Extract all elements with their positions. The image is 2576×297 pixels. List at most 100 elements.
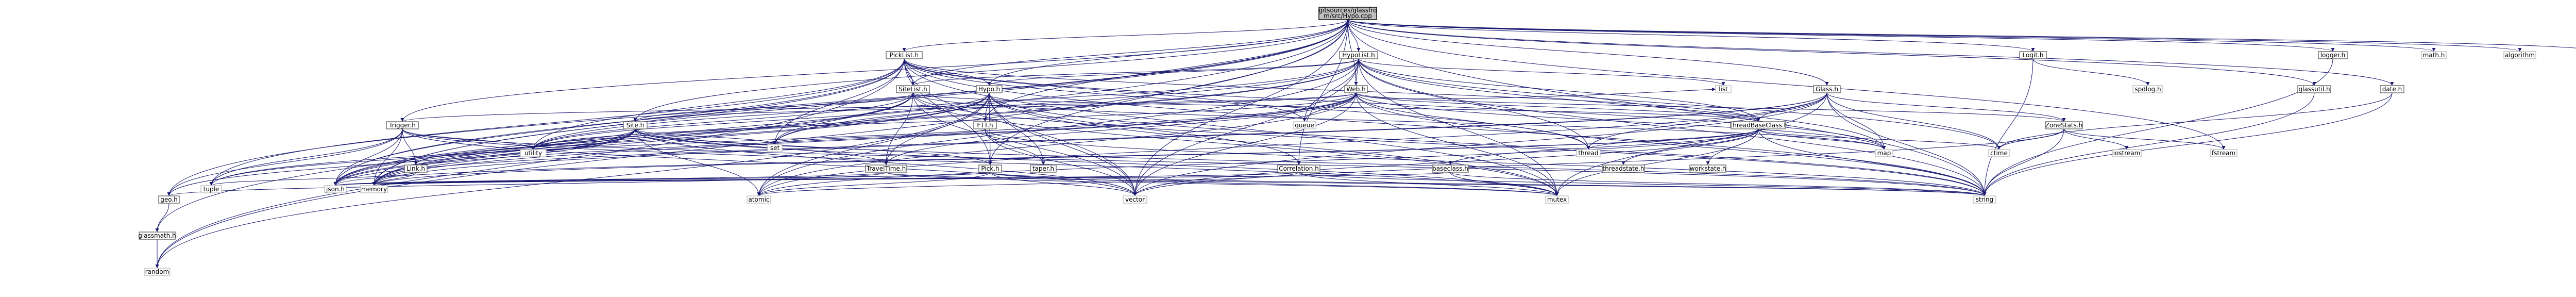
edge-trigger-h-to-geo-h: [167, 128, 403, 196]
node-tuple: tuple: [200, 185, 222, 193]
node-label: glassmath.h: [138, 232, 176, 239]
node-box: [1731, 121, 1786, 129]
edge-site-h-to-tuple: [209, 128, 636, 186]
edge-trigger-h-to-utility: [402, 128, 535, 150]
node-string: string: [1973, 195, 1996, 204]
node-picklist-h[interactable]: PickList.h: [886, 51, 923, 59]
node-box: [1715, 85, 1732, 93]
node-label: mutex: [1547, 196, 1567, 203]
edge-geo-h-to-glassmath-h: [155, 203, 170, 233]
node-taper-h[interactable]: taper.h: [1030, 164, 1057, 173]
node-box: [978, 164, 1002, 173]
edge-hypolist-h-to-sitelist-h: [911, 58, 1359, 86]
edge-picklist-h-to-map: [904, 58, 1886, 150]
edge-root-to-site-h: [633, 19, 1348, 122]
node-date-h[interactable]: date.h: [2380, 85, 2404, 93]
edge-trigger-h-to-string: [402, 128, 1987, 196]
node-box: [386, 121, 419, 129]
edge-glassutil-h-to-string: [1982, 92, 2315, 196]
node-hypo-h[interactable]: Hypo.h: [976, 85, 1003, 93]
node-box: [200, 185, 222, 193]
node-label: geo.h: [160, 196, 178, 203]
node-pick-h[interactable]: Pick.h: [978, 164, 1002, 173]
edge-web-h-to-tuple: [209, 92, 1357, 186]
node-link-h[interactable]: Link.h: [404, 164, 428, 173]
edge-sitelist-h-to-traveltime-h: [884, 92, 913, 166]
node-hypolist-h[interactable]: HypoList.h: [1339, 51, 1378, 59]
edge-web-h-to-map: [1355, 92, 1886, 150]
edge-hypolist-h-to-mutex: [1358, 58, 1559, 196]
node-label: Correlation.h: [1279, 165, 1319, 172]
node-label: logger.h: [2320, 52, 2346, 59]
node-site-h[interactable]: Site.h: [623, 121, 648, 129]
edge-hypolist-h-to-string: [1358, 58, 1987, 196]
edge-picklist-h-to-random: [155, 58, 905, 269]
node-glassutil-h[interactable]: glassutil.h: [2297, 85, 2331, 93]
edge-zonestats-h-to-string: [1982, 128, 2064, 196]
node-traveltime-h[interactable]: TravelTime.h: [865, 164, 907, 173]
node-random: random: [144, 268, 171, 276]
edge-sitelist-h-to-string: [912, 92, 1987, 196]
node-label: threadstate.h: [1602, 165, 1644, 172]
edge-trigger-h-to-json-h: [333, 128, 403, 186]
node-label: list: [1719, 86, 1728, 93]
node-zonestats-h[interactable]: ZoneStats.h: [2045, 121, 2083, 129]
edge-sitelist-h-to-mutex: [912, 92, 1559, 196]
node-layer: gitsources/glassfrom/src/Hypo.cppPickLis…: [138, 7, 2536, 276]
node-list: list: [1715, 85, 1732, 93]
edge-date-h-to-ctime: [1997, 92, 2393, 150]
node-box: [2503, 51, 2536, 59]
node-label: Web.h: [1346, 86, 1366, 93]
node-threadbaseclass-h[interactable]: ThreadBaseClass.h: [1728, 121, 1788, 129]
node-trigger-h[interactable]: Trigger.h: [386, 121, 419, 129]
edge-hypolist-h-to-vector: [1133, 58, 1359, 196]
node-baseclass-h[interactable]: baseclass.h: [1432, 164, 1469, 173]
edge-glass-h-to-ctime: [1826, 92, 2001, 150]
node-geo-h[interactable]: geo.h: [158, 195, 180, 204]
node-box: [976, 85, 1003, 93]
node-vector: vector: [1123, 195, 1147, 204]
edge-hypolist-h-to-memory: [372, 58, 1359, 186]
node-label: spdlog.h: [2134, 86, 2161, 93]
node-label: map: [1877, 150, 1891, 157]
node-glassmath-h[interactable]: glassmath.h: [138, 232, 176, 240]
edge-root-to-algorithm: [1347, 19, 2521, 52]
node-box: [973, 121, 997, 129]
node-ctime: ctime: [1988, 149, 2010, 157]
node-workstate-h[interactable]: workstate.h: [1689, 164, 1726, 173]
node-web-h[interactable]: Web.h: [1344, 85, 1368, 93]
edge-threadbaseclass-h-to-baseclass-h: [1448, 128, 1759, 166]
edge-ftt-h-to-string: [985, 128, 1987, 196]
edge-zonestats-h-to-vector: [1133, 128, 2064, 196]
edge-hypo-h-to-taper-h: [989, 92, 1045, 166]
node-label: Glass.h: [1816, 86, 1838, 93]
node-logger-h[interactable]: logger.h: [2318, 51, 2348, 59]
node-logit-h[interactable]: Logit.h: [2019, 51, 2047, 59]
node-threadstate-h[interactable]: threadstate.h: [1602, 164, 1645, 173]
node-correlation-h[interactable]: Correlation.h: [1277, 164, 1320, 173]
node-box: [324, 185, 347, 193]
root-label-line: m/src/Hypo.cpp: [1324, 12, 1372, 20]
edge-sitelist-h-to-map: [912, 92, 1886, 150]
node-box: [2019, 51, 2047, 59]
node-box: [1545, 195, 1569, 204]
node-glass-h[interactable]: Glass.h: [1813, 85, 1841, 93]
node-sitelist-h[interactable]: SiteList.h: [896, 85, 930, 93]
node-box: [1576, 149, 1601, 157]
node-label: random: [145, 268, 170, 275]
edge-web-h-to-trigger-h: [400, 92, 1357, 122]
edge-site-h-to-atomic: [635, 128, 761, 196]
edge-web-h-to-memory: [372, 92, 1357, 186]
edge-picklist-h-to-tuple: [209, 58, 905, 186]
edge-hypolist-h-to-utility: [531, 58, 1359, 150]
edge-baseclass-h-to-memory: [372, 172, 1451, 186]
edge-root-to-fstream: [1347, 19, 2226, 150]
edge-web-h-to-thread: [1355, 92, 1590, 150]
node-label: string: [1976, 196, 1993, 203]
edge-traveltime-h-to-string: [886, 172, 1986, 196]
node-ftt-h[interactable]: FTT.h: [973, 121, 997, 129]
node-label: queue: [1295, 122, 1314, 129]
node-box: [1689, 164, 1726, 173]
node-box: [1344, 85, 1368, 93]
